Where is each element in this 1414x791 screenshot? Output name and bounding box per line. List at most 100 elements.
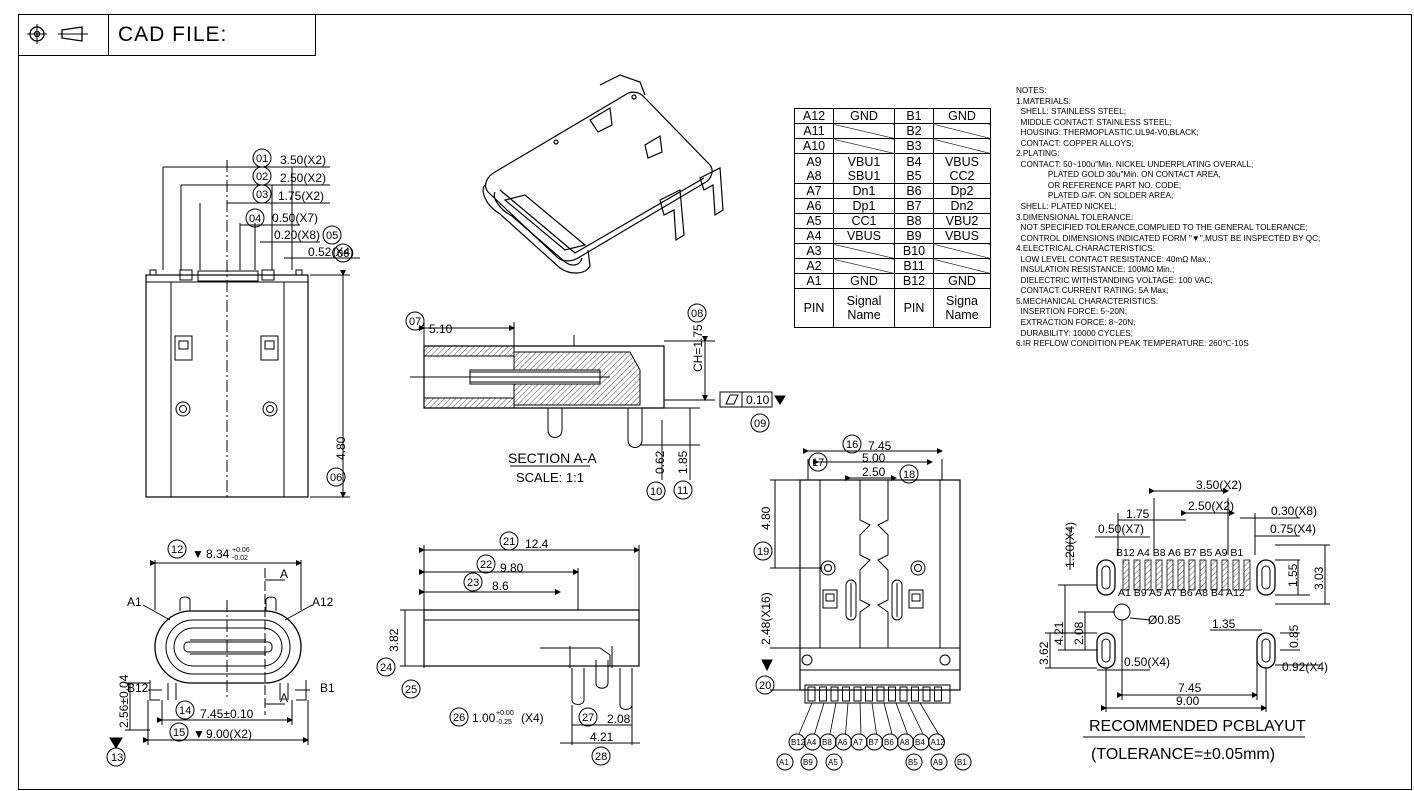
contact-lead	[819, 686, 827, 702]
pcb-dim-075: 0.75(X4)	[1270, 522, 1316, 536]
callout-19: 19	[757, 546, 769, 558]
cad-file-label: CAD FILE:	[118, 23, 228, 46]
pin-cell: B11	[894, 258, 934, 274]
dim-21: 12.4	[525, 537, 549, 551]
label-b1: B1	[320, 681, 335, 695]
dim-height: 4.80	[334, 436, 348, 460]
dim-28: 4.21	[590, 730, 614, 744]
pin-cell: A5	[794, 213, 834, 229]
callout-08: 08	[691, 308, 703, 320]
pin-callout-circle	[776, 753, 794, 771]
note-line: INSERTION FORCE: 5~20N;	[1016, 307, 1128, 317]
cut-label-bottom: A	[280, 691, 288, 705]
isometric-view	[482, 74, 724, 274]
bottom-pin-bottom-label: B5	[908, 758, 918, 767]
dim-13: 2.56±0.04	[117, 674, 131, 728]
note-line: NOTES:	[1016, 86, 1047, 95]
pin-leader-line	[859, 702, 862, 735]
pin-cell	[933, 258, 991, 274]
contact-lead	[842, 686, 850, 702]
bottom-pin-top-label: B12	[791, 738, 806, 747]
pin-leader-line	[919, 702, 939, 735]
callout-02: 02	[256, 171, 268, 183]
pcb-dim-092: 0.92(X4)	[1282, 660, 1328, 674]
note-line: DIELECTRIC WITHSTANDING VOLTAGE: 100 VAC…	[1016, 275, 1213, 285]
callout-06b: 06	[330, 472, 342, 484]
pcb-dim-350: 3.50(X2)	[1196, 478, 1242, 492]
dim-14: 7.45±0.10	[200, 707, 254, 721]
label-a12: A12	[312, 595, 334, 609]
pin-callout-circle	[954, 753, 972, 771]
pin-leader-line	[907, 702, 924, 735]
label-a1: A1	[127, 595, 142, 609]
callout-05: 05	[326, 230, 338, 242]
pin-leader-line	[798, 702, 813, 735]
pcb-dim-050: 0.50(X7)	[1098, 522, 1144, 536]
note-line: HOUSING: THERMOPLASTIC.UL94-V0,BLACK;	[1016, 128, 1199, 138]
pin-cell: GND	[933, 108, 991, 124]
dim-17: 5.00	[862, 451, 886, 465]
dim-27: 2.08	[607, 712, 631, 726]
bottom-pin-top-label: A6	[838, 738, 848, 747]
dim-18: 2.50	[862, 465, 886, 479]
contact-lead	[922, 686, 931, 702]
pcb-pad	[1133, 559, 1141, 591]
section-scale: SCALE: 1:1	[516, 470, 584, 485]
callout-24: 24	[380, 662, 392, 674]
title-divider	[108, 14, 109, 55]
note-line: CONTACT: COPPER ALLOYS;	[1016, 138, 1134, 148]
contact-lead	[888, 686, 896, 702]
dim-26-count: (X4)	[521, 711, 544, 725]
dim-12-tol-dn: -0.02	[232, 555, 248, 562]
pin-leader-line	[883, 702, 893, 735]
dim-26-tol-up: +0.00	[496, 710, 514, 717]
note-line: CONTROL DIMENSIONS INDICATED FORM "▼",MU…	[1016, 233, 1321, 243]
pin-cell: A6	[794, 198, 834, 214]
callout-23: 23	[467, 577, 479, 589]
pcb-pad	[1243, 559, 1251, 591]
bottom-pin-top-label: B8	[822, 738, 832, 747]
callout-25: 25	[405, 684, 417, 696]
dim-22: 9.80	[500, 561, 524, 575]
callout-16: 16	[846, 439, 858, 451]
pcb-dim-900: 9.00	[1176, 694, 1200, 708]
pcb-title: RECOMMENDED PCBLAYUT	[1089, 718, 1306, 735]
pcb-dim-050b: 0.50(X4)	[1124, 655, 1170, 669]
side-view	[376, 531, 640, 766]
note-line: 6.IR REFLOW CONDITION PEAK TEMPERATURE: …	[1016, 339, 1249, 349]
pin-cell: B1	[894, 108, 934, 124]
callout-18: 18	[903, 469, 915, 481]
note-line: 1.MATERIALS:	[1016, 96, 1071, 106]
title-block: CAD FILE:	[18, 14, 316, 56]
pcb-pad	[1177, 559, 1185, 591]
label-b12: B12	[127, 681, 149, 695]
bottom-pin-top-label: A4	[807, 738, 817, 747]
top-view	[145, 148, 360, 498]
dim-03: 1.75(X2)	[278, 189, 324, 203]
callout-11: 11	[677, 485, 688, 497]
front-view	[106, 539, 313, 767]
callout-17: 17	[812, 457, 824, 469]
dim-26: 1.00	[472, 711, 496, 725]
section-title: SECTION A-A	[508, 450, 597, 466]
pcb-dim-421: 4.21	[1052, 621, 1066, 645]
pcb-pins-top: B12 A4 B8 A6 B7 B5 A9 B1	[1116, 547, 1243, 559]
callout-15: 15	[173, 727, 185, 739]
dim-02: 2.50(X2)	[280, 171, 326, 185]
contact-lead	[876, 686, 885, 702]
callout-28: 28	[595, 751, 607, 763]
pin-leader-line	[829, 702, 837, 735]
pcb-dim-303: 3.03	[1312, 566, 1326, 590]
bottom-pin-top-label: A8	[900, 738, 910, 747]
note-line: INSULATION RESISTANCE: 100MΩ Min.;	[1016, 265, 1175, 275]
bottom-view	[753, 434, 961, 704]
contact-lead	[934, 686, 942, 702]
cut-label-top: A	[280, 567, 288, 581]
